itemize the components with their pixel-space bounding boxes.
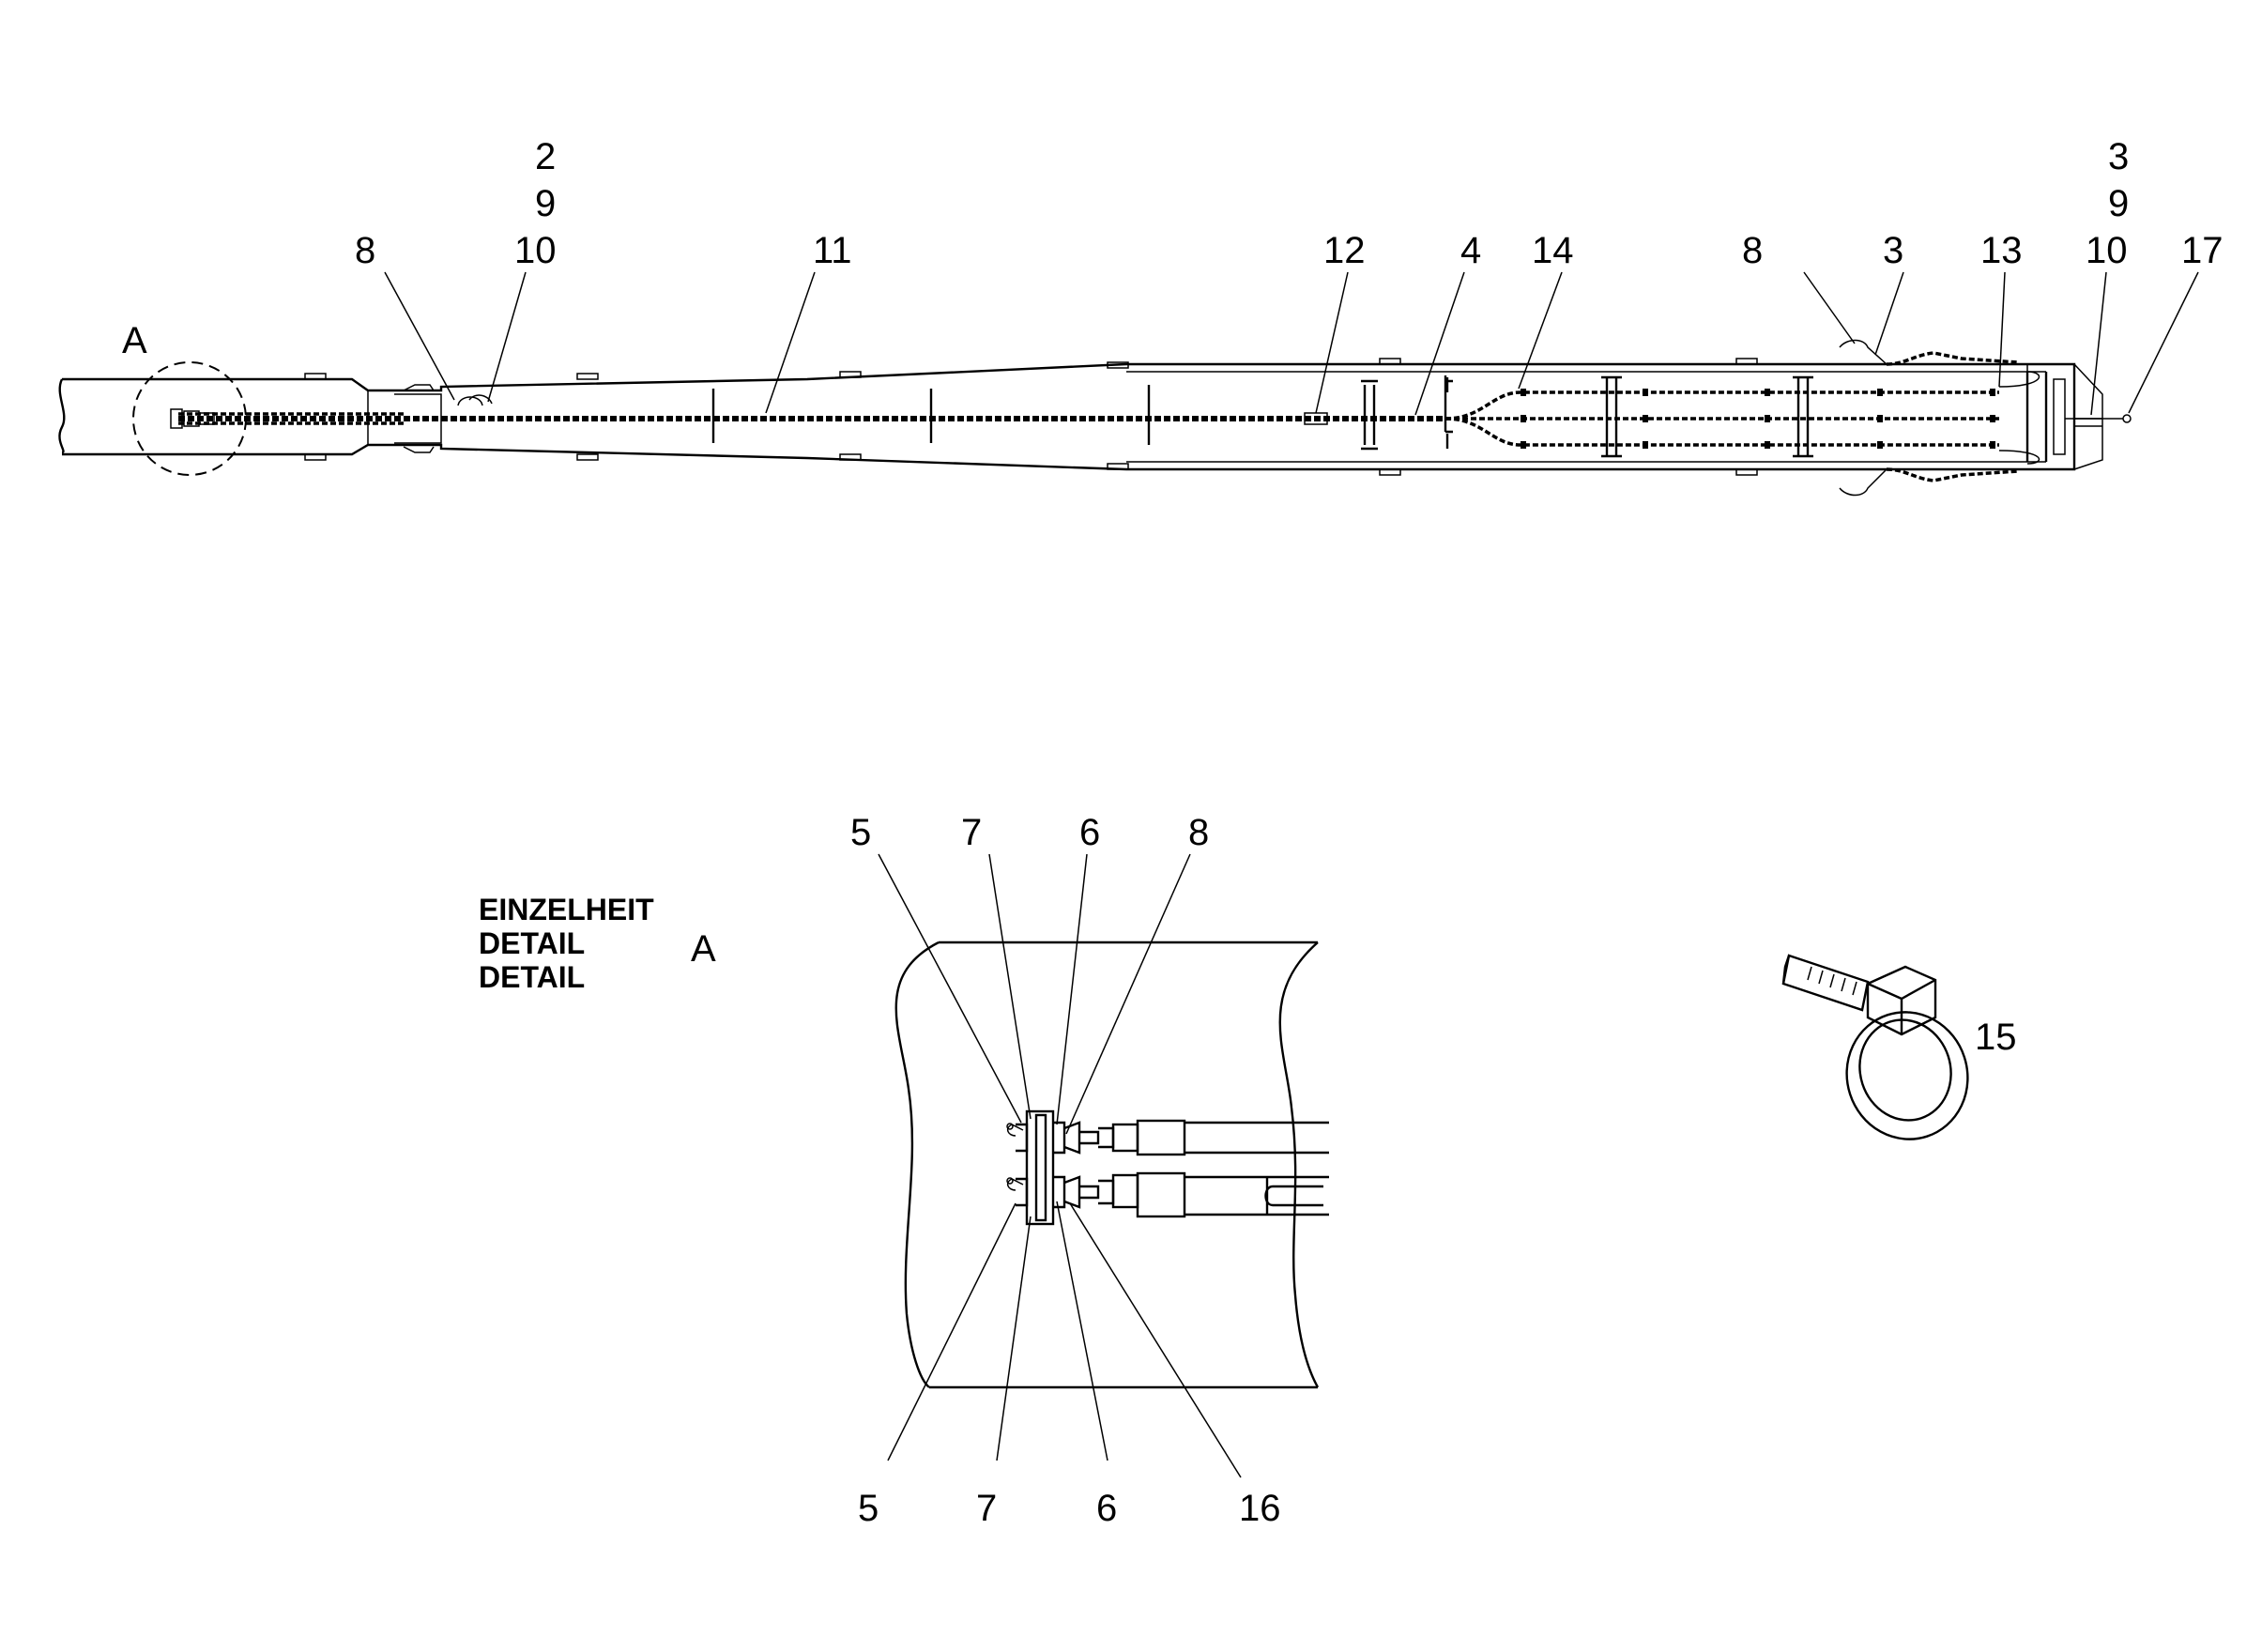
detail-title-fr: DETAIL: [479, 960, 585, 994]
detail-a-circle: [132, 361, 247, 476]
detail-title-de: EINZELHEIT: [479, 893, 654, 926]
detail-callout-7-top: 7: [961, 812, 982, 853]
detail-marker-a: A: [691, 928, 716, 970]
callout-10-right: 10: [2086, 230, 2128, 271]
detail-title-en: DETAIL: [479, 926, 585, 960]
callout-9-right: 9: [2108, 183, 2129, 224]
callout-3-right: 3: [2108, 136, 2129, 177]
callout-15: 15: [1975, 1017, 2017, 1058]
callout-4: 4: [1460, 230, 1481, 271]
callout-9: 9: [535, 183, 556, 224]
callout-14: 14: [1532, 230, 1574, 271]
detail-a-view: EINZELHEIT DETAIL DETAIL A: [479, 812, 1329, 1529]
callout-8: 8: [355, 230, 375, 271]
callout-10: 10: [514, 230, 557, 271]
callout-8-right: 8: [1742, 230, 1763, 271]
cable-tie-illustration: 15: [1781, 954, 2017, 1140]
detail-callout-6-bottom: 6: [1096, 1488, 1117, 1529]
callout-12: 12: [1323, 230, 1366, 271]
callout-2: 2: [535, 136, 556, 177]
detail-callout-8-top: 8: [1188, 812, 1209, 853]
detail-callout-7-bottom: 7: [976, 1488, 997, 1529]
detail-callout-5-bottom: 5: [858, 1488, 879, 1529]
detail-a-marker: A: [122, 320, 147, 361]
boom-assembly-view: A 2 9 10 8 11 12 4 14 8 3 13 3 9 10 17: [58, 136, 2224, 497]
detail-callout-5-top: 5: [850, 812, 871, 853]
leader-lines: [384, 271, 2199, 416]
boom-outline: [62, 362, 2076, 471]
callout-3: 3: [1883, 230, 1903, 271]
callout-11: 11: [813, 230, 852, 271]
callout-13: 13: [1980, 230, 2023, 271]
callout-17: 17: [2181, 230, 2224, 271]
detail-callout-16: 16: [1239, 1488, 1281, 1529]
detail-callout-6-top: 6: [1079, 812, 1100, 853]
